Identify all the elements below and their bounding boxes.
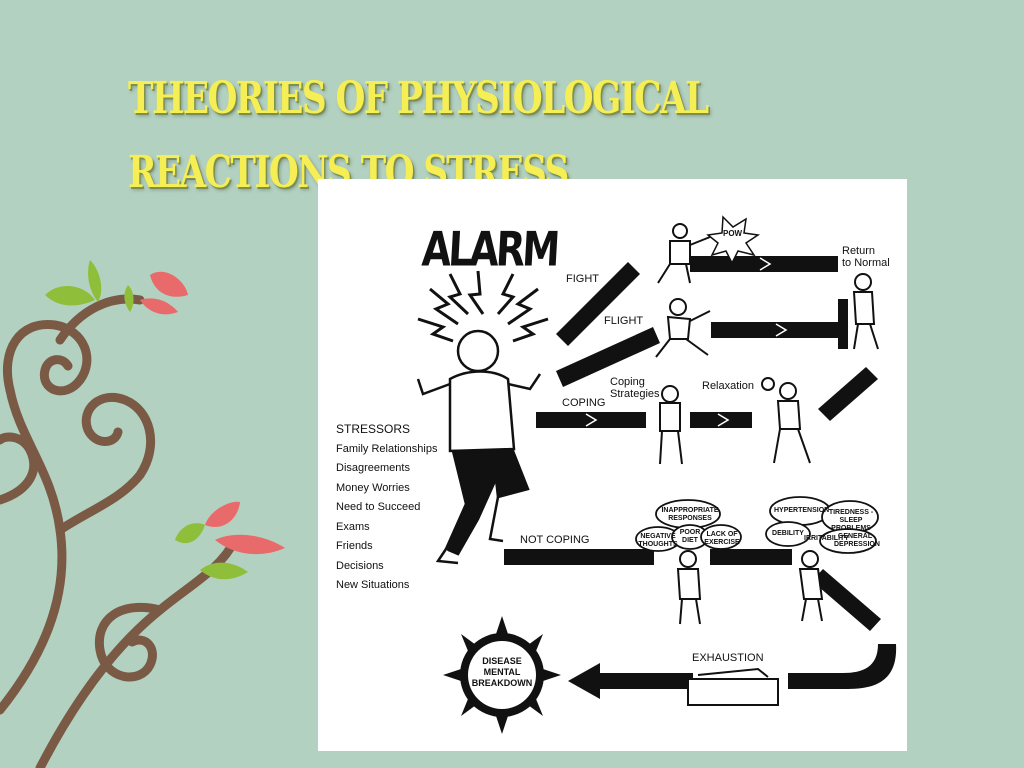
cloud-poor-diet: POOR DIET <box>679 529 701 544</box>
not-coping-bar <box>504 549 654 565</box>
outcome-mental: MENTAL <box>483 667 521 677</box>
fighter-figure <box>672 223 688 239</box>
descend-arrow <box>812 569 881 631</box>
fight-bar <box>690 256 838 272</box>
stressor-item: Friends <box>336 540 373 552</box>
relaxation-label: Relaxation <box>702 380 754 392</box>
stress-response-diagram: ALARM FIGHT POW Return to Normal FLIGHT … <box>318 179 907 751</box>
stressor-item: Exams <box>336 520 370 533</box>
couch <box>687 678 779 706</box>
leaves <box>45 260 285 580</box>
flight-bar <box>711 322 846 338</box>
alarm-label: ALARM <box>420 221 559 277</box>
exhaustion-label: EXHAUSTION <box>692 652 764 664</box>
stressor-item: New Situations <box>336 579 410 591</box>
stressor-item: Money Worries <box>336 481 410 494</box>
runner-figure <box>669 298 687 316</box>
cloud-debility: DEBILITY <box>772 530 804 537</box>
outcome-breakdown: BREAKDOWN <box>471 678 533 688</box>
stressor-item: Need to Succeed <box>336 501 421 513</box>
return-label-2: to Normal <box>842 257 890 269</box>
cloud-general-depression: GENERAL DEPRESSION <box>834 533 880 548</box>
fight-label: FIGHT <box>566 273 599 285</box>
cloud-negative-thoughts: NEGATIVE THOUGHTS <box>638 533 678 548</box>
fight-arrow <box>556 262 640 346</box>
cloud-inappropriate-responses: INAPPROPRIATE RESPONSES <box>661 507 719 522</box>
flight-label: FLIGHT <box>604 315 644 327</box>
tennis-figure <box>779 382 797 400</box>
coping-strategies-label-1: Coping <box>610 376 645 388</box>
exhaustion-bar <box>598 673 693 689</box>
relaxed-figure <box>854 273 872 291</box>
pow-label: POW <box>723 229 743 238</box>
coping-bar <box>536 412 646 428</box>
return-label-1: Return <box>842 245 876 257</box>
exhaustion-curve <box>788 644 897 689</box>
stressors-list: STRESSORS Family Relationships Disagreem… <box>336 420 437 596</box>
cloud-irritability: IRRITABILITY <box>804 535 849 542</box>
relaxation-rise-arrow <box>818 367 878 421</box>
outcome-disease: DISEASE <box>482 656 522 666</box>
diagram-graphics <box>416 215 897 734</box>
cloud-lack-of-exercise: LACK OF EXERCISE <box>704 531 740 546</box>
stressed-person-figure <box>416 329 542 565</box>
coping-label: COPING <box>562 397 606 409</box>
not-coping-figure <box>679 550 697 568</box>
flight-arrow <box>556 327 660 387</box>
slide-title: THEORIES OF PHYSIOLOGICAL REACTIONS TO S… <box>128 73 709 198</box>
stressor-item: Family Relationships <box>336 442 438 455</box>
coping-figure <box>661 385 679 403</box>
stressors-heading: STRESSORS <box>336 422 411 436</box>
decorative-vine <box>0 260 285 768</box>
stressor-item: Disagreements <box>336 462 410 474</box>
pow-burst <box>706 215 761 265</box>
exhaustion-arrowhead <box>568 663 600 699</box>
relaxation-bar <box>690 412 752 428</box>
not-coping-bar-2 <box>710 549 792 565</box>
cloud-hypertension: HYPERTENSION <box>774 507 830 514</box>
coping-strategies-label-2: Strategies <box>610 388 660 400</box>
not-coping-label: NOT COPING <box>520 534 590 546</box>
stressor-item: Decisions <box>336 559 384 572</box>
disease-outcome-label: DISEASE MENTAL BREAKDOWN <box>462 656 542 689</box>
depressed-figure <box>801 550 819 568</box>
cloud-tiredness: TIREDNESS - SLEEP PROBLEMS <box>828 509 874 532</box>
